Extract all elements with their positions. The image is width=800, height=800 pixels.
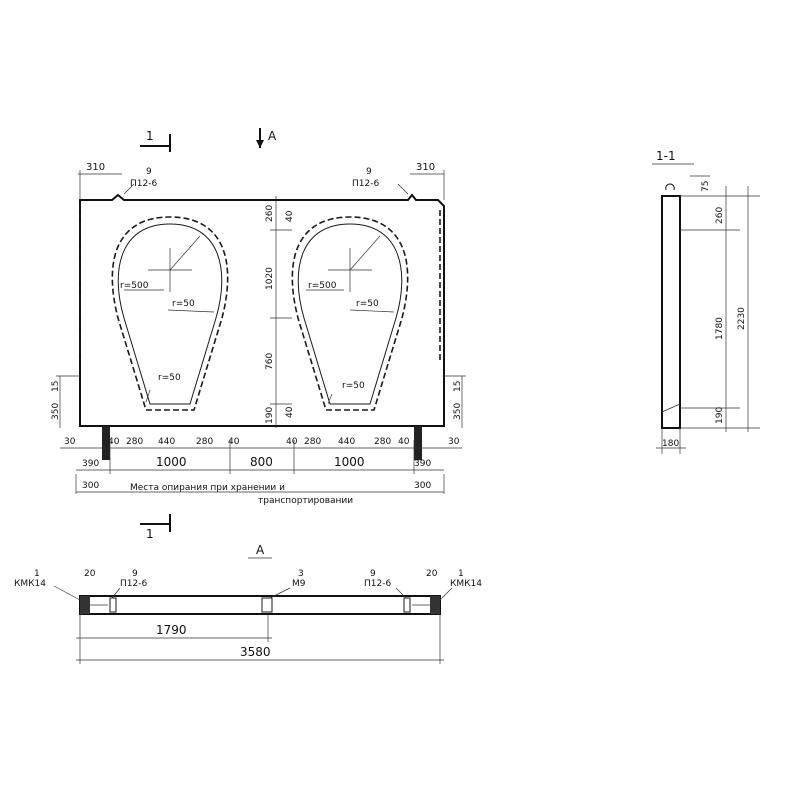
lifting-loop — [665, 183, 675, 191]
section-profile — [661, 195, 681, 429]
m9-plan-center — [261, 597, 273, 613]
item-center-number: 3 — [298, 569, 304, 579]
section-mark-bottom: 1 — [146, 527, 154, 541]
dim-1790: 1790 — [156, 623, 187, 637]
dim-260: 260 — [715, 207, 725, 224]
dim-350-left: 350 — [51, 403, 61, 420]
dim-280: 280 — [304, 437, 321, 447]
dim-40: 40 — [228, 437, 240, 447]
dim-440: 440 — [158, 437, 175, 447]
dim-75: 75 — [701, 181, 711, 192]
support-note-line1: Места опирания при хранении и — [130, 483, 285, 493]
dim-190: 190 — [715, 407, 725, 424]
section-title: 1-1 — [656, 149, 676, 163]
support-block-right — [414, 426, 422, 460]
dim-280: 280 — [196, 437, 213, 447]
view-arrow-icon — [256, 140, 264, 148]
item-right-number: 1 — [458, 569, 464, 579]
dim-190: 190 — [265, 407, 275, 424]
dim-310-left: 310 — [86, 162, 105, 173]
kmk-right — [430, 596, 440, 614]
dim-1000-left: 1000 — [156, 455, 187, 469]
kmk-left — [80, 596, 90, 614]
radius-label: r=500 — [120, 281, 149, 291]
dim-390-right: 390 — [414, 459, 431, 469]
dim-1780: 1780 — [715, 317, 725, 340]
front-view: 1 A 310 310 9 П12-6 9 П12-6 r=500 r=50 — [51, 128, 466, 541]
section-view: 1-1 75 260 1780 190 2230 180 — [652, 149, 760, 454]
item-right-code: КМК14 — [450, 579, 482, 589]
loop-right-number: 9 — [366, 167, 372, 177]
dim-180: 180 — [662, 439, 679, 449]
radius-label: r=50 — [158, 373, 181, 383]
radius-label: r=500 — [308, 281, 337, 291]
support-block-left — [102, 426, 110, 460]
loop-plan-right — [403, 597, 411, 613]
dim-3580: 3580 — [240, 645, 271, 659]
dim-30-left: 30 — [64, 437, 76, 447]
opening-right — [297, 223, 403, 405]
plan-panel-outline — [79, 595, 441, 615]
item-left-code: КМК14 — [14, 579, 46, 589]
dim-760: 760 — [265, 353, 275, 370]
dim-40: 40 — [286, 437, 298, 447]
item-left-dim: 20 — [84, 569, 96, 579]
dim-280: 280 — [374, 437, 391, 447]
item-right-dim: 20 — [426, 569, 438, 579]
loop-left-code: П12-6 — [130, 179, 157, 189]
dim-15-left: 15 — [51, 381, 61, 392]
dim-260: 260 — [265, 205, 275, 222]
dim-300-left: 300 — [82, 481, 99, 491]
loop-left-number: 9 — [146, 167, 152, 177]
dim-440: 440 — [338, 437, 355, 447]
dim-40-top: 40 — [285, 210, 295, 222]
dim-40-bottom: 40 — [285, 406, 295, 418]
section-mark-top: 1 — [146, 129, 154, 143]
loop-right-code: П12-6 — [352, 179, 379, 189]
dim-390-left: 390 — [82, 459, 99, 469]
plan-view: A 1 КМК14 20 9 П12-6 3 М9 9 П12-6 20 1 К… — [14, 543, 482, 664]
dim-30-right: 30 — [448, 437, 460, 447]
dim-300-right: 300 — [414, 481, 431, 491]
dim-350-right: 350 — [453, 403, 463, 420]
plan-title: A — [256, 543, 265, 557]
dim-40: 40 — [108, 437, 120, 447]
dim-2230: 2230 — [737, 307, 747, 330]
loop-plan-left-code: П12-6 — [120, 579, 147, 589]
item-center-code: М9 — [292, 579, 306, 589]
dim-40: 40 — [398, 437, 410, 447]
dim-800: 800 — [250, 455, 273, 469]
dim-280: 280 — [126, 437, 143, 447]
loop-plan-left-number: 9 — [132, 569, 138, 579]
panel-outline — [79, 193, 445, 427]
support-note-line2: транспортировании — [258, 496, 353, 506]
view-mark-top: A — [268, 129, 277, 143]
loop-plan-right-number: 9 — [370, 569, 376, 579]
dim-310-right: 310 — [416, 162, 435, 173]
opening-left — [117, 223, 223, 405]
radius-label: r=50 — [356, 299, 379, 309]
dim-1000-right: 1000 — [334, 455, 365, 469]
dim-15-right: 15 — [453, 381, 463, 392]
loop-plan-left — [109, 597, 117, 613]
loop-plan-right-code: П12-6 — [364, 579, 391, 589]
radius-label: r=50 — [172, 299, 195, 309]
dim-1020: 1020 — [265, 267, 275, 290]
item-left-number: 1 — [34, 569, 40, 579]
radius-label: r=50 — [342, 381, 365, 391]
